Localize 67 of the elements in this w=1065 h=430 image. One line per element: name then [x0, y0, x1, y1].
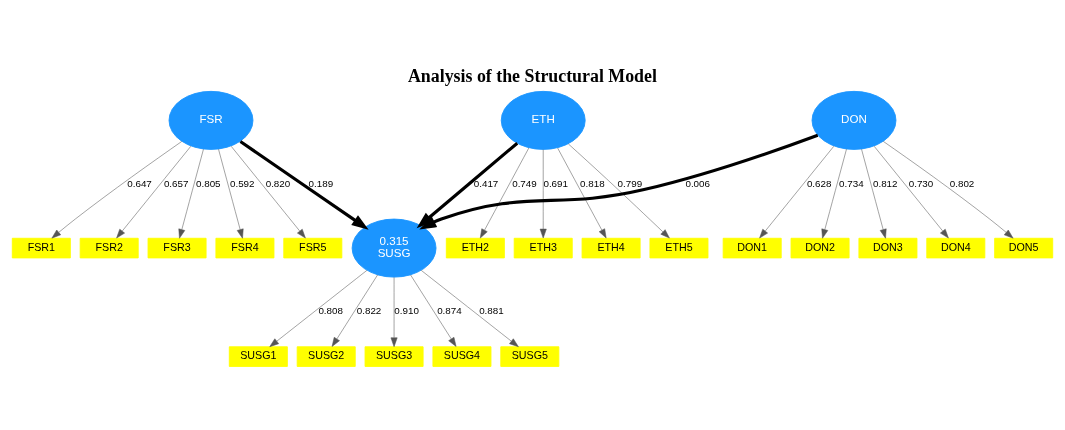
arrow [419, 133, 819, 229]
arrow [331, 274, 378, 347]
node-box: DON1 [722, 237, 782, 258]
arrow [557, 147, 607, 238]
edge-label: 0.657 [163, 177, 189, 189]
edge-label: 0.734 [839, 177, 864, 189]
node-box: SUSG1 [228, 345, 288, 367]
edge-label: 0.417 [473, 177, 499, 189]
edge-label: 0.691 [543, 177, 568, 189]
arrow [759, 145, 835, 238]
node-box: DON2 [790, 237, 850, 258]
edge-label: 0.628 [806, 177, 832, 189]
diagram-title: Analysis of the Structural Model [407, 65, 657, 86]
node-box: ETH4 [581, 237, 641, 258]
edge-label: 0.818 [580, 177, 605, 189]
arrow [420, 269, 519, 347]
node-ellipse: 0.315 SUSG [351, 218, 437, 278]
arrow [480, 147, 530, 238]
node-box: SUSG4 [432, 345, 492, 367]
arrow [410, 274, 457, 347]
node-box: ETH2 [445, 237, 505, 258]
arrow [218, 148, 244, 239]
node-box: DON5 [994, 237, 1054, 258]
node-box: ETH3 [513, 237, 573, 258]
arrow [861, 148, 887, 239]
node-ellipse: DON [811, 90, 897, 150]
edge-label: 0.910 [394, 304, 419, 316]
edge-label: 0.812 [872, 177, 898, 189]
edge-label: 0.006 [685, 177, 710, 189]
node-box: SUSG5 [500, 345, 560, 367]
edge-label: 0.881 [479, 304, 504, 316]
edge-label: 0.874 [437, 304, 462, 316]
edge-label: 0.647 [127, 177, 152, 189]
node-box: ETH5 [649, 237, 709, 258]
arrow [821, 148, 847, 239]
arrow [116, 145, 192, 238]
node-box: FSR5 [283, 237, 343, 258]
arrow [539, 148, 547, 238]
edge-label: 0.730 [908, 177, 934, 189]
node-box: FSR2 [79, 237, 139, 258]
edge-label: 0.592 [229, 177, 255, 189]
node-box: FSR1 [11, 237, 71, 258]
edge-label: 0.805 [196, 177, 221, 189]
edge-label: 0.808 [318, 304, 343, 316]
node-box: SUSG3 [364, 345, 424, 367]
edge-label: 0.749 [512, 177, 537, 189]
arrow [239, 139, 369, 230]
edge-label: 0.189 [308, 177, 334, 189]
edge-label: 0.820 [265, 177, 291, 189]
arrow [873, 145, 949, 238]
node-box: FSR3 [147, 237, 207, 258]
node-ellipse: FSR [168, 90, 254, 150]
node-box: DON3 [858, 237, 918, 258]
edge-label: 0.822 [356, 304, 382, 316]
arrow [230, 145, 306, 238]
arrow [51, 140, 182, 238]
edge-label: 0.802 [949, 177, 975, 189]
node-box: DON4 [926, 237, 986, 258]
node-box: SUSG2 [296, 345, 356, 367]
node-box: FSR4 [215, 237, 275, 258]
arrow [178, 148, 204, 239]
node-ellipse: ETH [500, 90, 586, 150]
arrow [883, 140, 1014, 238]
arrow [269, 269, 368, 347]
edge-label: 0.799 [617, 177, 643, 189]
arrow [568, 143, 670, 238]
arrow [390, 276, 398, 347]
